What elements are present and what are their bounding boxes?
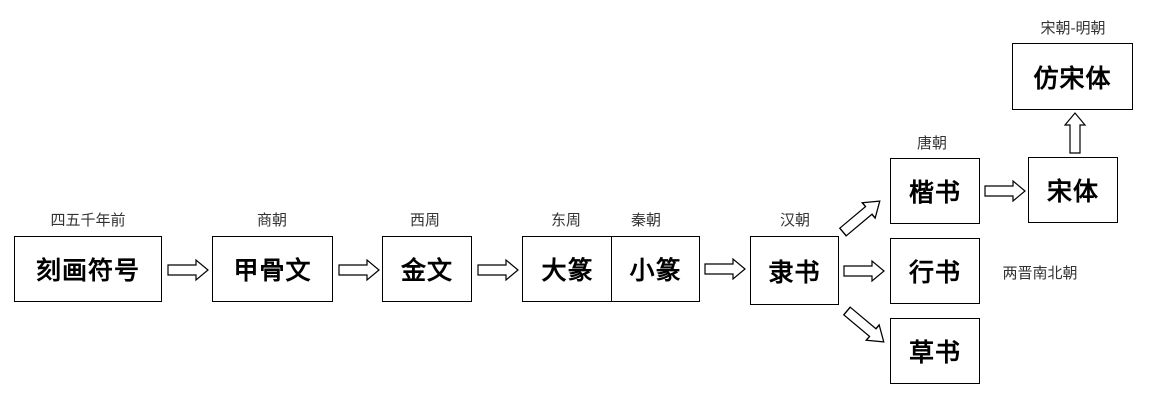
arrow-songti-to-fangsongti-icon	[1064, 112, 1086, 154]
node-xiaozhuan: 小篆	[611, 236, 700, 302]
arrow-lishu-to-xingshu-icon	[843, 260, 885, 282]
era-label-xiaozhuan: 秦朝	[630, 211, 662, 229]
era-label-jinwen: 西周	[409, 211, 441, 229]
node-lishu: 隶书	[750, 236, 839, 305]
arrow-xiaozhuan-to-lishu-icon	[704, 258, 746, 280]
arrow-jiaguwen-to-jinwen-icon	[338, 259, 380, 281]
arrow-kehua-to-jiaguwen-icon	[167, 259, 209, 281]
era-label-jiaguwen: 商朝	[256, 211, 288, 229]
era-label-dazhuan: 东周	[550, 211, 582, 229]
era-label-kaishu: 唐朝	[916, 134, 948, 152]
era-label-fangsongti: 宋朝-明朝	[1040, 19, 1106, 37]
node-kehua-fuhao: 刻画符号	[14, 236, 162, 302]
node-kaishu: 楷书	[890, 158, 980, 224]
node-fangsongti: 仿宋体	[1012, 43, 1133, 110]
arrow-lishu-to-kaishu-icon	[835, 192, 887, 241]
arrow-lishu-to-caoshu-icon	[839, 302, 891, 351]
node-jiaguwen: 甲骨文	[212, 236, 333, 302]
arrow-kaishu-to-songti-icon	[984, 180, 1026, 202]
node-dazhuan: 大篆	[522, 236, 613, 302]
node-songti: 宋体	[1028, 157, 1118, 223]
era-label-kehua: 四五千年前	[50, 211, 126, 229]
node-caoshu: 草书	[890, 318, 980, 384]
era-label-xingshu: 两晋南北朝	[1002, 264, 1078, 282]
era-label-lishu: 汉朝	[779, 211, 811, 229]
node-xingshu: 行书	[890, 238, 980, 304]
node-jinwen: 金文	[382, 236, 472, 302]
arrow-jinwen-to-dazhuan-icon	[477, 259, 519, 281]
